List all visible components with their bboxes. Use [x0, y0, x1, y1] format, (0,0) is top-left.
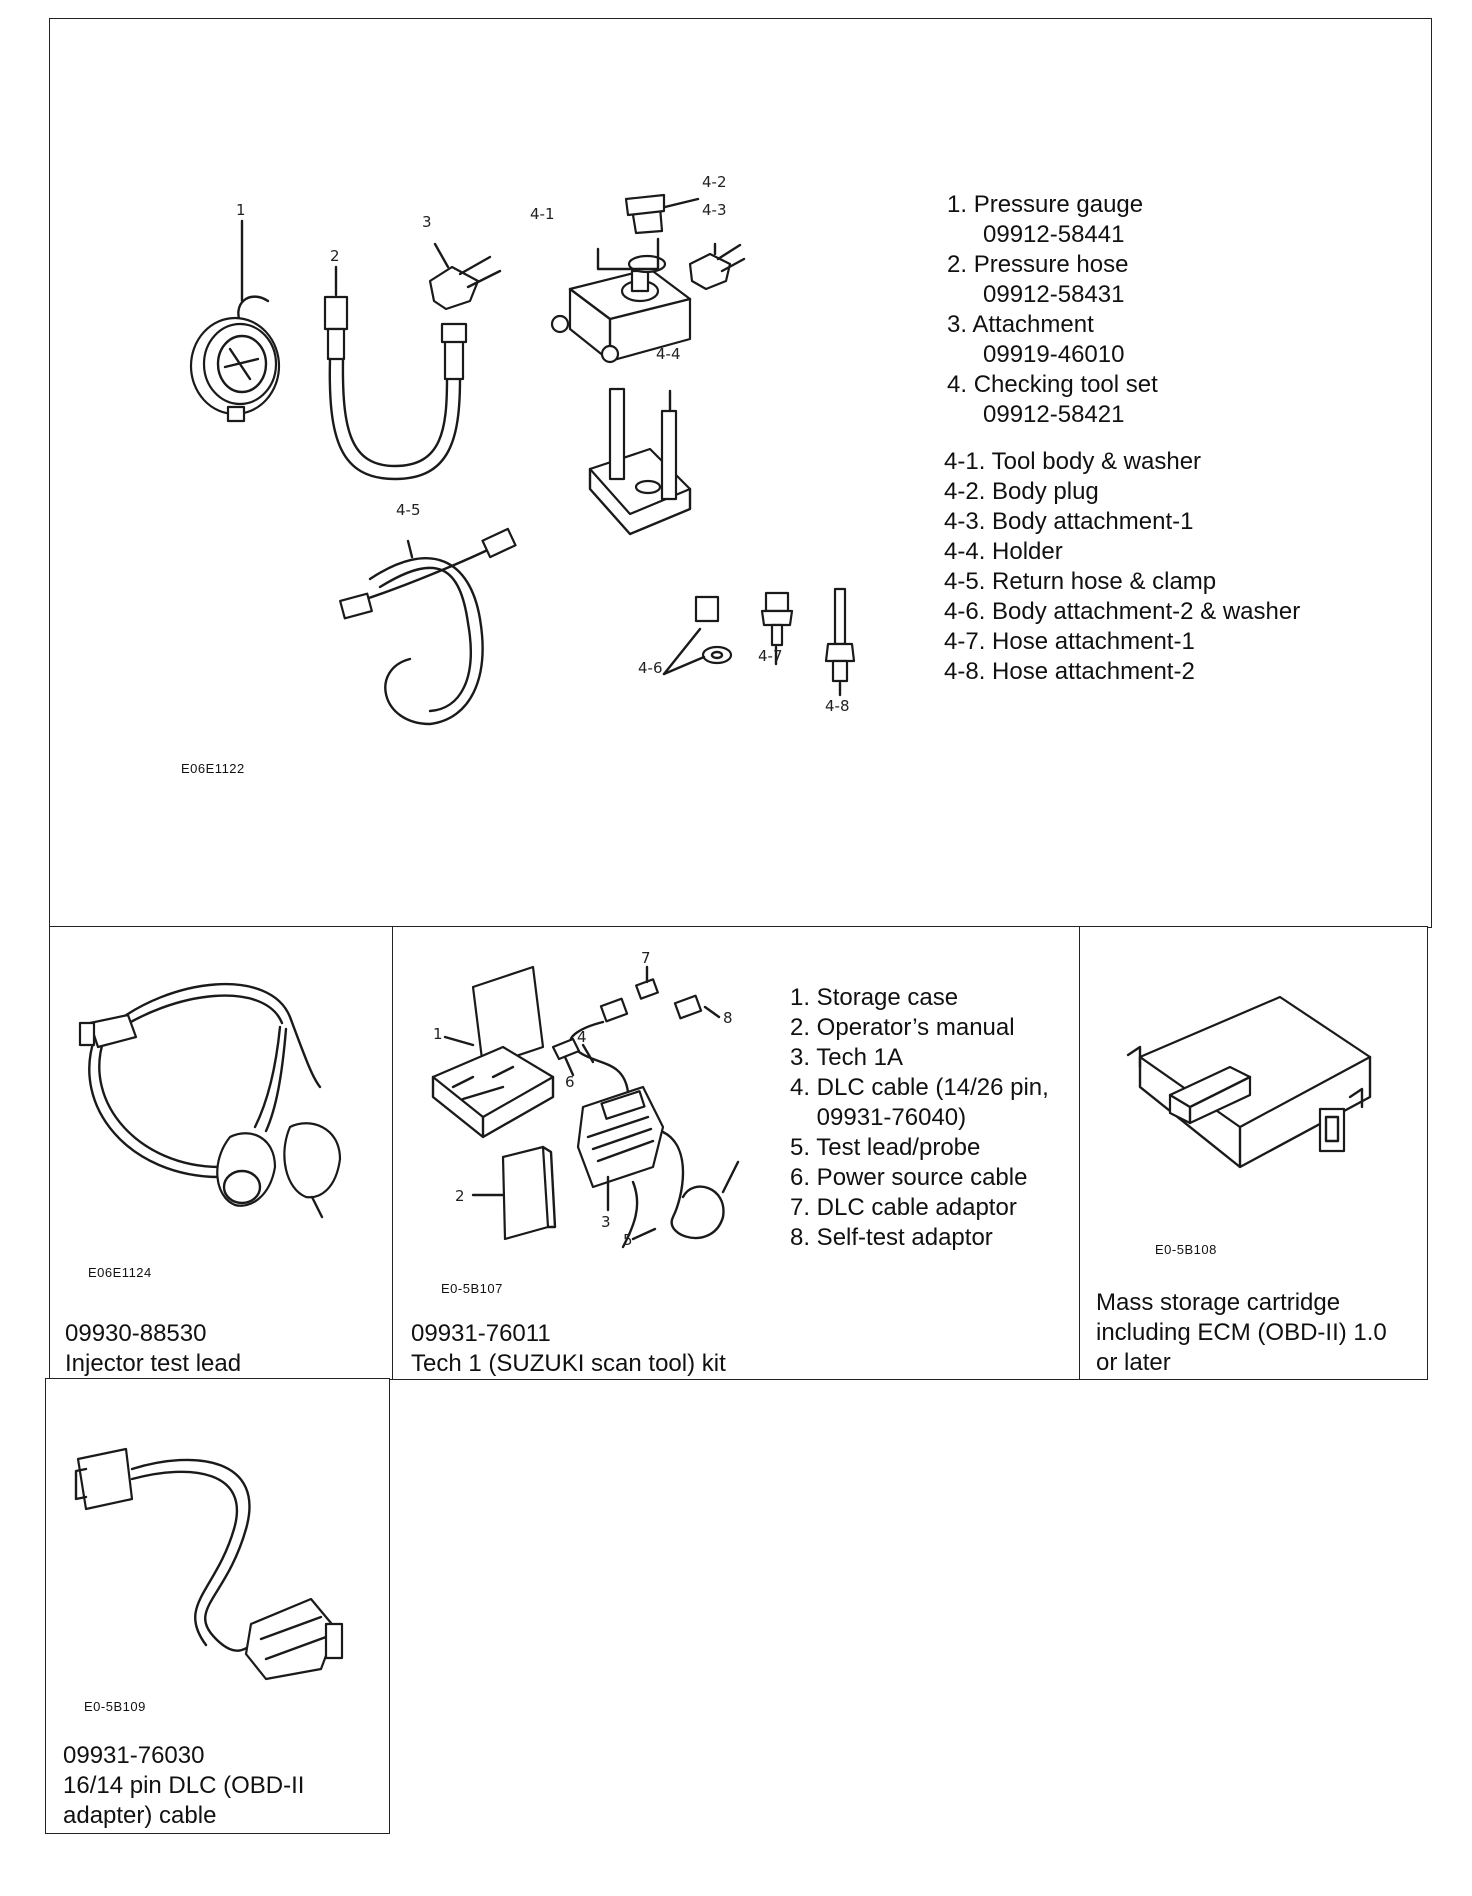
callout-4-3: 4-3 — [702, 201, 727, 219]
image-code: E0-5B109 — [84, 1699, 146, 1714]
callout-4: 4 — [577, 1028, 587, 1046]
callout-3: 3 — [422, 213, 432, 231]
callout-5: 5 — [623, 1231, 633, 1249]
part-description: 16/14 pin DLC (OBD-II — [63, 1771, 304, 1801]
part-number: 09931-76030 — [63, 1741, 204, 1771]
list-item: 4-7. Hose attachment-1 — [944, 627, 1300, 657]
callout-3: 3 — [601, 1213, 611, 1231]
callout-2: 2 — [455, 1187, 465, 1205]
list-item: 5. Test lead/probe — [790, 1133, 1049, 1163]
body-attachment-1-drawing — [690, 244, 744, 289]
injector-test-lead-illustration — [50, 927, 395, 1237]
tool-sublist: 4-1. Tool body & washer 4-2. Body plug 4… — [944, 447, 1300, 687]
attachment-drawing — [430, 244, 500, 309]
callout-4-1: 4-1 — [530, 205, 555, 223]
image-code: E0-5B108 — [1155, 1242, 1217, 1257]
list-item: 4-4. Holder — [944, 537, 1300, 567]
part-description: including ECM (OBD-II) 1.0 — [1096, 1318, 1387, 1348]
panel-tech1-kit: 1 2 3 4 5 6 7 8 1. Storage case 2. Opera… — [392, 926, 1081, 1380]
list-item: 7. DLC cable adaptor — [790, 1193, 1049, 1223]
list-item: 4-3. Body attachment-1 — [944, 507, 1300, 537]
holder-drawing — [590, 389, 690, 534]
list-item: 1. Storage case — [790, 983, 1049, 1013]
panel-injector-test-lead: E06E1124 09930-88530 Injector test lead — [49, 926, 394, 1380]
panel-mass-storage-cartridge: E0-5B108 Mass storage cartridge includin… — [1079, 926, 1428, 1380]
part-description: Mass storage cartridge — [1096, 1288, 1340, 1318]
hose-attachment-2-drawing — [826, 589, 854, 695]
panel-checking-tool-set: 1 2 3 4-1 4-2 4-3 4-4 4-5 4-6 4-7 4-8 E0… — [49, 18, 1432, 928]
part-description: adapter) cable — [63, 1801, 216, 1831]
callout-4-5: 4-5 — [396, 501, 421, 519]
callout-4-4: 4-4 — [656, 345, 681, 363]
part-number: 09930-88530 — [65, 1319, 206, 1349]
image-code: E0-5B107 — [441, 1281, 503, 1296]
callout-6: 6 — [565, 1073, 575, 1091]
tech1-kit-illustration: 1 2 3 4 5 6 7 8 — [393, 927, 773, 1257]
callout-4-7: 4-7 — [758, 647, 783, 665]
image-code: E06E1124 — [88, 1265, 152, 1280]
list-item: 2. Operator’s manual — [790, 1013, 1049, 1043]
callout-7: 7 — [641, 949, 651, 967]
part-description: Injector test lead — [65, 1349, 241, 1379]
tool-body-drawing — [552, 239, 690, 362]
dlc-cable-illustration — [46, 1379, 391, 1699]
callout-2: 2 — [330, 247, 340, 265]
part-description: Tech 1 (SUZUKI scan tool) kit — [411, 1349, 726, 1379]
return-hose-drawing — [340, 529, 515, 724]
callout-1: 1 — [433, 1025, 443, 1043]
list-item: 4-5. Return hose & clamp — [944, 567, 1300, 597]
list-item: 09931-76040) — [790, 1103, 1049, 1133]
pressure-gauge-drawing — [191, 221, 279, 421]
cartridge-illustration — [1080, 927, 1429, 1247]
image-code: E06E1122 — [181, 761, 245, 776]
list-item: 4-2. Body plug — [944, 477, 1300, 507]
body-plug-drawing — [626, 195, 698, 233]
list-item: 4-6. Body attachment-2 & washer — [944, 597, 1300, 627]
list-item: 6. Power source cable — [790, 1163, 1049, 1193]
list-item: 8. Self-test adaptor — [790, 1223, 1049, 1253]
callout-8: 8 — [723, 1009, 733, 1027]
callout-4-8: 4-8 — [825, 697, 850, 715]
part-number: 09931-76011 — [411, 1319, 551, 1349]
callout-4-6: 4-6 — [638, 659, 663, 677]
kit-contents-list: 1. Storage case 2. Operator’s manual 3. … — [790, 983, 1049, 1253]
fuel-pressure-tools-illustration: 1 2 3 4-1 4-2 4-3 4-4 4-5 4-6 4-7 4-8 — [50, 19, 950, 779]
part-description: or later — [1096, 1348, 1171, 1378]
list-item: 3. Tech 1A — [790, 1043, 1049, 1073]
body-attachment-2-drawing — [664, 597, 731, 674]
list-item: 4. DLC cable (14/26 pin, — [790, 1073, 1049, 1103]
list-item: 4-8. Hose attachment-2 — [944, 657, 1300, 687]
callout-1: 1 — [236, 201, 246, 219]
panel-dlc-adapter-cable: E0-5B109 09931-76030 16/14 pin DLC (OBD-… — [45, 1378, 390, 1834]
list-item: 4-1. Tool body & washer — [944, 447, 1300, 477]
callout-4-2: 4-2 — [702, 173, 727, 191]
